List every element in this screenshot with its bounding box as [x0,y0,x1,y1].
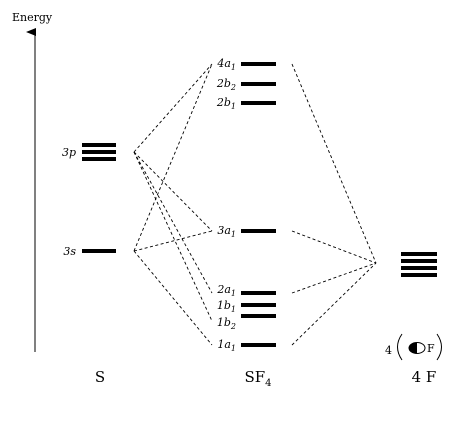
level-mo-2a1: 2a1 [216,283,276,298]
correlation-lines [133,63,377,346]
level-label-mo-2b1: 2b1 [216,96,236,111]
corr-1a1-f [291,262,377,346]
level-label-mo-2a1: 2a1 [216,283,236,298]
corr-3p-3a1 [133,151,213,232]
level-label-s-3s: 3s [63,245,76,258]
corr-3s-4a1 [133,63,213,252]
level-mo-1b1: 1b1 [217,299,276,314]
level-mo-4a1: 4a1 [216,57,276,72]
energy-axis: Energy [12,11,53,352]
column-labels: S SF4 4 F [95,368,437,389]
p-orbital-icon [408,342,426,354]
level-mo-1a1: 1a1 [217,338,276,353]
level-mo-2b1: 2b1 [216,96,276,111]
level-label-mo-1a1: 1a1 [217,338,236,353]
column-label-s: S [95,368,105,386]
column-label-sf4: SF4 [244,368,271,389]
corr-3p-2a1 [133,151,213,294]
level-s-3s: 3s [63,245,116,258]
orbital-multiplier: 4 [385,344,392,357]
level-mo-2b2: 2b2 [216,77,276,92]
corr-3s-3a1 [133,230,213,252]
corr-4a1-f [291,63,377,264]
sf4-levels: 4a1 2b2 2b1 3a1 2a1 1b1 1b2 1a1 [216,57,276,353]
sulfur-levels: 3p 3s [62,143,116,258]
level-label-mo-2b2: 2b2 [216,77,236,92]
orbital-atom-label: F [427,342,435,355]
corr-3a1-f [291,230,377,264]
level-label-mo-3a1: 3a1 [217,224,236,239]
level-s-3p: 3p [62,143,116,161]
energy-axis-label: Energy [12,11,53,24]
level-label-mo-1b2: 1b2 [217,316,236,331]
corr-3s-1a1 [133,250,213,346]
level-mo-1b2: 1b2 [217,314,276,331]
level-label-mo-4a1: 4a1 [216,57,236,72]
orbital-left-paren [397,333,403,361]
level-label-mo-1b1: 1b1 [217,299,236,314]
fluorine-orbital-sketch: 4 F [385,333,442,361]
corr-3p-4a1 [133,63,213,153]
orbital-right-paren [436,333,442,361]
corr-2a1-f [291,262,377,294]
level-mo-3a1: 3a1 [217,224,276,239]
corr-3p-1b2 [133,151,213,322]
level-label-s-3p: 3p [62,146,76,159]
column-label-4f: 4 F [412,368,437,386]
fluorine-levels [401,252,437,277]
